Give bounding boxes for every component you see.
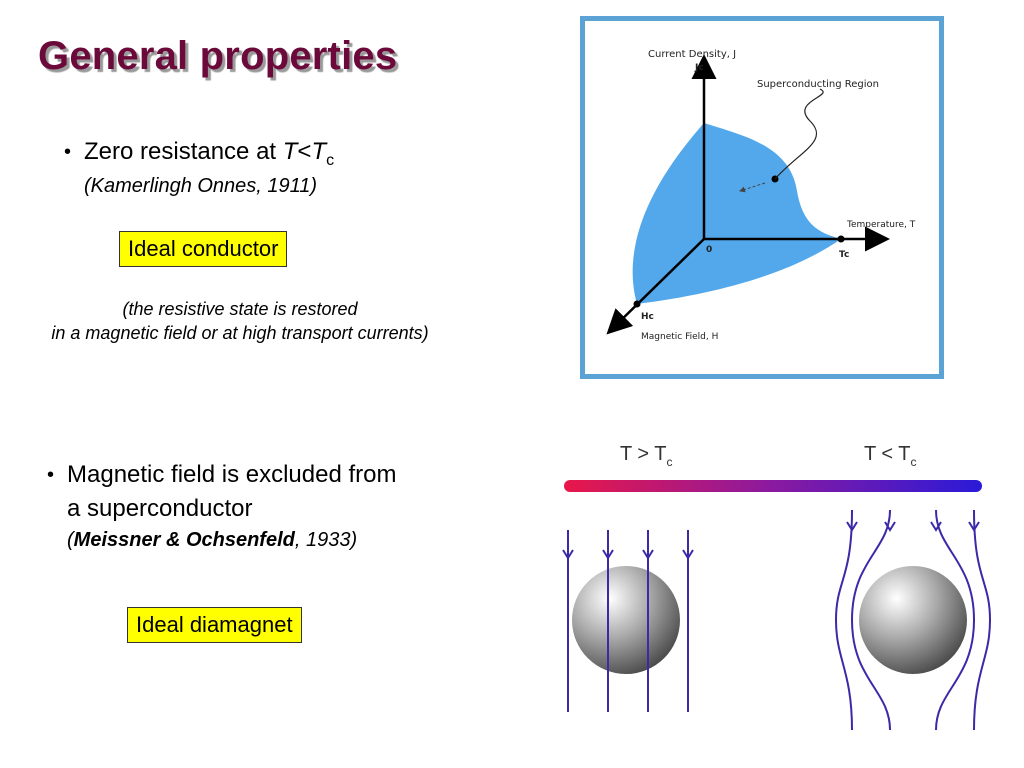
- label-above-tc: T > Tc: [620, 443, 673, 469]
- citation-meissner: (Meissner & Ochsenfeld, 1933): [67, 526, 396, 554]
- bullet-text: Zero resistance at: [84, 138, 283, 165]
- label-below-tc: T < Tc: [864, 443, 917, 469]
- page-title: General properties: [38, 34, 398, 78]
- axis-t-label: Temperature, T: [846, 220, 916, 230]
- bullet-dot: •: [47, 464, 55, 486]
- tc-label: Tc: [839, 250, 849, 260]
- less-than: <: [297, 138, 312, 165]
- region-pointer-arrow: [739, 182, 766, 193]
- bullet2-line-2: a superconductor: [67, 495, 253, 522]
- sphere-normal: [572, 566, 680, 674]
- origin-label: 0: [706, 245, 712, 255]
- tc-symbol: T: [311, 138, 327, 165]
- bullet2-line-1: Magnetic field is excluded from: [67, 461, 397, 488]
- cite-year: , 1933): [294, 529, 358, 551]
- bullet-zero-resistance: • Zero resistance at T<Tc (Kamerlingh On…: [64, 135, 335, 200]
- ideal-conductor-box: Ideal conductor: [119, 231, 288, 267]
- axis-j-label: Current Density, J: [648, 49, 736, 60]
- cite-authors: Meissner & Ochsenfeld: [73, 529, 295, 551]
- region-label: Superconducting Region: [757, 79, 879, 90]
- phase-diagram: Current Density, J Jc Superconducting Re…: [606, 49, 916, 342]
- axis-h-label: Magnetic Field, H: [641, 332, 718, 342]
- temp-symbol: T: [282, 138, 298, 165]
- field-lines-normal-front: [607, 566, 649, 674]
- phase-diagram-frame: Current Density, J Jc Superconducting Re…: [580, 16, 944, 379]
- tc-point: [837, 235, 845, 243]
- resistive-state-note: (the resistive state is restored in a ma…: [20, 297, 460, 345]
- field-lines-expelled: [834, 509, 992, 731]
- h-axis: [606, 238, 705, 335]
- meissner-svg: T > Tc T < Tc: [562, 443, 992, 731]
- hc-point: [633, 300, 641, 308]
- note-line-1: (the resistive state is restored: [122, 299, 358, 319]
- sphere-superconducting: [859, 566, 967, 674]
- bullet-dot: •: [64, 141, 72, 163]
- bullet-meissner: • Magnetic field is excluded from a supe…: [47, 458, 397, 554]
- region-pointer-curve: [774, 88, 824, 180]
- tc-subscript: c: [326, 152, 335, 169]
- jc-label: Jc: [694, 63, 704, 73]
- meissner-illustration: T > Tc T < Tc: [540, 430, 1000, 760]
- ideal-diamagnet-box: Ideal diamagnet: [127, 607, 302, 643]
- temperature-bar: [564, 480, 982, 492]
- hc-label: Hc: [641, 312, 654, 322]
- note-line-2: in a magnetic field or at high transport…: [51, 323, 429, 343]
- cite-open: (: [67, 529, 74, 551]
- citation-onnes: (Kamerlingh Onnes, 1911): [84, 175, 318, 197]
